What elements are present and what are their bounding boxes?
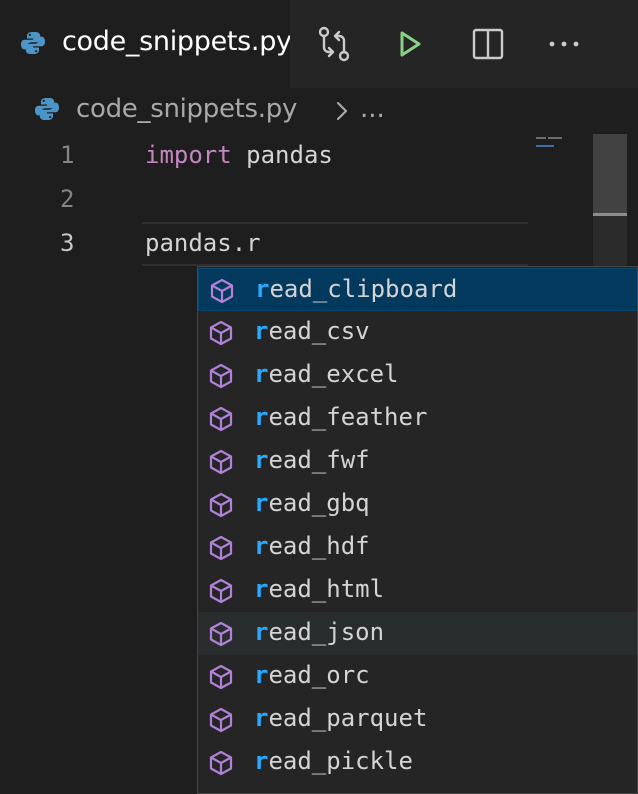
code-line[interactable]: pandas.r xyxy=(145,229,261,257)
suggest-item-rest: ead_json xyxy=(268,618,385,646)
suggest-item-label: read_json xyxy=(254,618,384,646)
code-text: pandas xyxy=(231,141,333,169)
suggest-item-rest: ead_orc xyxy=(268,661,370,689)
minimap[interactable] xyxy=(528,134,593,214)
suggest-item[interactable]: read_csv xyxy=(198,311,637,354)
python-file-icon xyxy=(21,32,45,54)
suggest-match-highlight: r xyxy=(254,317,269,345)
module-icon xyxy=(209,621,233,647)
python-file-icon xyxy=(35,98,59,120)
suggest-item-label: read_csv xyxy=(254,317,370,345)
suggest-item[interactable]: read_fwf xyxy=(198,440,637,483)
suggest-match-highlight: r xyxy=(254,704,269,732)
suggest-item-label: read_clipboard xyxy=(255,275,457,303)
suggest-item-label: read_gbq xyxy=(254,489,370,517)
breadcrumb-file[interactable]: code_snippets.py xyxy=(76,94,298,124)
breadcrumb xyxy=(0,88,638,134)
suggest-item-rest: ead_gbq xyxy=(268,489,370,517)
line-number: 1 xyxy=(60,141,75,169)
suggest-item-rest: ead_pickle xyxy=(268,747,413,775)
suggest-match-highlight: r xyxy=(255,275,270,303)
suggest-item-rest: ead_excel xyxy=(268,360,399,388)
suggest-item-label: read_html xyxy=(254,575,384,603)
code-line[interactable]: import pandas xyxy=(145,141,333,169)
more-actions-icon xyxy=(549,41,579,47)
open-changes-button[interactable] xyxy=(312,22,356,66)
suggest-item-rest: ead_csv xyxy=(268,317,370,345)
suggest-item[interactable]: read_orc xyxy=(198,655,637,698)
module-icon xyxy=(209,707,233,733)
suggest-match-highlight: r xyxy=(254,360,269,388)
module-icon xyxy=(209,449,233,475)
suggest-item-label: read_pickle xyxy=(254,747,413,775)
suggest-match-highlight: r xyxy=(254,661,269,689)
module-icon xyxy=(209,535,233,561)
suggest-match-highlight: r xyxy=(254,489,269,517)
suggest-item-rest: ead_hdf xyxy=(268,532,370,560)
suggest-item-rest: ead_parquet xyxy=(268,704,428,732)
scrollbar-cursor-marker xyxy=(593,213,627,216)
suggest-item-label: read_excel xyxy=(254,360,399,388)
code-text: pandas.r xyxy=(145,229,261,257)
suggest-item-label: read_hdf xyxy=(254,532,370,560)
line-number: 2 xyxy=(60,185,75,213)
suggest-item[interactable]: read_excel xyxy=(198,354,637,397)
git-compare-icon xyxy=(318,26,350,62)
suggest-item[interactable]: read_hdf xyxy=(198,526,637,569)
suggest-item-rest: ead_html xyxy=(268,575,385,603)
suggest-match-highlight: r xyxy=(254,532,269,560)
suggest-match-highlight: r xyxy=(254,618,269,646)
chevron-right-icon xyxy=(336,101,348,121)
suggest-match-highlight: r xyxy=(254,403,269,431)
suggest-item[interactable]: read_pickle xyxy=(198,741,637,784)
minimap-line xyxy=(536,145,554,147)
suggest-item[interactable]: read_json xyxy=(198,612,637,655)
suggest-item[interactable]: read_gbq xyxy=(198,483,637,526)
scrollbar-thumb[interactable] xyxy=(593,134,627,214)
suggest-item-label: read_parquet xyxy=(254,704,427,732)
tab-title: code_snippets.py xyxy=(62,26,290,57)
module-icon xyxy=(210,278,234,304)
module-icon xyxy=(209,664,233,690)
suggest-match-highlight: r xyxy=(254,575,269,603)
code-keyword: import xyxy=(145,141,232,169)
suggest-item[interactable]: read_clipboard xyxy=(198,268,637,311)
suggest-item[interactable]: read_parquet xyxy=(198,698,637,741)
editor-tab-code-snippets[interactable]: code_snippets.py xyxy=(0,0,290,88)
module-icon xyxy=(209,363,233,389)
suggest-item-label: read_fwf xyxy=(254,446,370,474)
more-actions-button[interactable] xyxy=(542,22,586,66)
suggest-item-rest: ead_feather xyxy=(268,403,428,431)
module-icon xyxy=(209,320,233,346)
module-icon xyxy=(209,750,233,776)
minimap-line xyxy=(548,137,562,139)
suggest-match-highlight: r xyxy=(254,446,269,474)
module-icon xyxy=(209,578,233,604)
suggest-item-label: read_feather xyxy=(254,403,427,431)
run-python-file-button[interactable] xyxy=(388,22,432,66)
suggest-item[interactable]: read_html xyxy=(198,569,637,612)
run-python-icon xyxy=(400,31,421,57)
minimap-line xyxy=(536,137,546,139)
line-number: 3 xyxy=(60,229,75,257)
suggest-item-rest: ead_clipboard xyxy=(269,275,458,303)
suggest-item[interactable]: read_feather xyxy=(198,397,637,440)
suggest-item-label: read_orc xyxy=(254,661,370,689)
editor-actions xyxy=(290,0,638,88)
module-icon xyxy=(209,406,233,432)
suggest-item-rest: ead_fwf xyxy=(268,446,370,474)
module-icon xyxy=(209,492,233,518)
split-editor-button[interactable] xyxy=(466,22,510,66)
suggest-match-highlight: r xyxy=(254,747,269,775)
current-line-highlight xyxy=(142,222,528,266)
split-editor-icon xyxy=(472,28,504,60)
breadcrumb-symbols[interactable]: ... xyxy=(360,94,385,124)
